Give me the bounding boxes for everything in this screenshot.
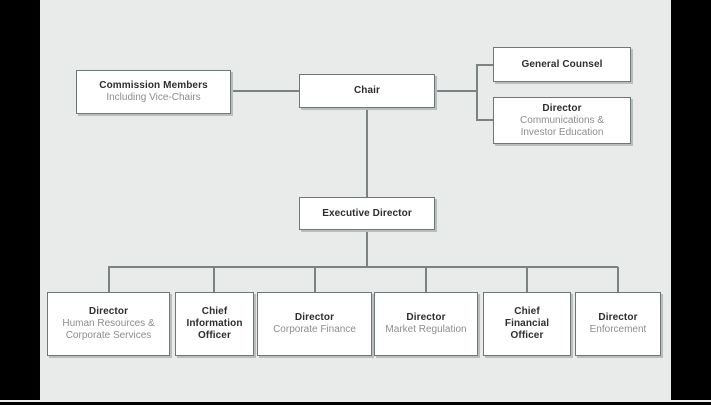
node-title: Director: [294, 312, 335, 323]
node-title: Director: [542, 102, 582, 114]
node-director-enforcement: Director Enforcement: [575, 292, 661, 356]
node-subtitle: Corporate Services: [65, 330, 152, 341]
node-director-human-resources: Director Human Resources & Corporate Ser…: [47, 292, 170, 356]
node-executive-director: Executive Director: [299, 197, 435, 230]
connector-to-general-counsel: [477, 64, 493, 66]
node-title: Director: [406, 312, 446, 323]
node-title: Financial Officer: [504, 318, 550, 341]
node-title: Chief: [514, 306, 540, 317]
node-title: General Counsel: [521, 58, 603, 70]
connector-chair-to-executive-director: [366, 107, 368, 197]
node-subtitle: Human Resources &: [62, 318, 155, 329]
node-title: Information: [186, 318, 243, 329]
connector-right-branch-vertical: [476, 64, 478, 121]
left-black-bar: [0, 0, 40, 400]
node-commission-members: Commission Members Including Vice-Chairs: [76, 70, 231, 114]
connector-commission-to-chair: [231, 90, 299, 92]
node-subtitle: Corporate Finance: [273, 324, 356, 335]
node-director-corporate-finance: Director Corporate Finance: [257, 292, 372, 356]
node-subtitle: Enforcement: [589, 324, 647, 335]
node-title: Director: [88, 306, 129, 317]
connector-to-market-regulation: [425, 267, 427, 292]
connector-to-communications: [477, 119, 493, 121]
node-director-communications: Director Communications & Investor Educa…: [493, 97, 631, 144]
node-subtitle: Including Vice-Chairs: [106, 92, 201, 103]
connector-chair-to-right-branch: [434, 90, 477, 92]
node-general-counsel: General Counsel: [493, 47, 631, 82]
node-title: Chief: [201, 306, 228, 317]
node-chief-financial-officer: Chief Financial Officer: [483, 292, 571, 356]
node-title: Director: [598, 312, 638, 323]
connector-to-cio: [213, 267, 215, 292]
node-title: Officer: [198, 330, 231, 341]
bottom-black-bar: [0, 402, 711, 405]
connector-to-hr: [108, 267, 110, 292]
connector-to-cfo: [526, 267, 528, 292]
node-title: Chair: [353, 85, 381, 96]
node-subtitle: Market Regulation: [385, 324, 467, 335]
connector-executive-director-down: [366, 229, 368, 267]
node-director-market-regulation: Director Market Regulation: [374, 292, 478, 356]
node-title: Executive Director: [322, 207, 412, 219]
node-title: Commission Members: [99, 80, 208, 91]
node-subtitle: Investor Education: [520, 126, 604, 138]
connector-to-corporate-finance: [314, 267, 316, 292]
connector-bottom-rail: [108, 266, 618, 268]
connector-to-enforcement: [617, 267, 619, 292]
node-chair: Chair: [299, 74, 435, 108]
node-chief-information-officer: Chief Information Officer: [175, 292, 254, 356]
right-black-bar: [671, 0, 711, 400]
node-subtitle: Communications &: [520, 114, 604, 126]
